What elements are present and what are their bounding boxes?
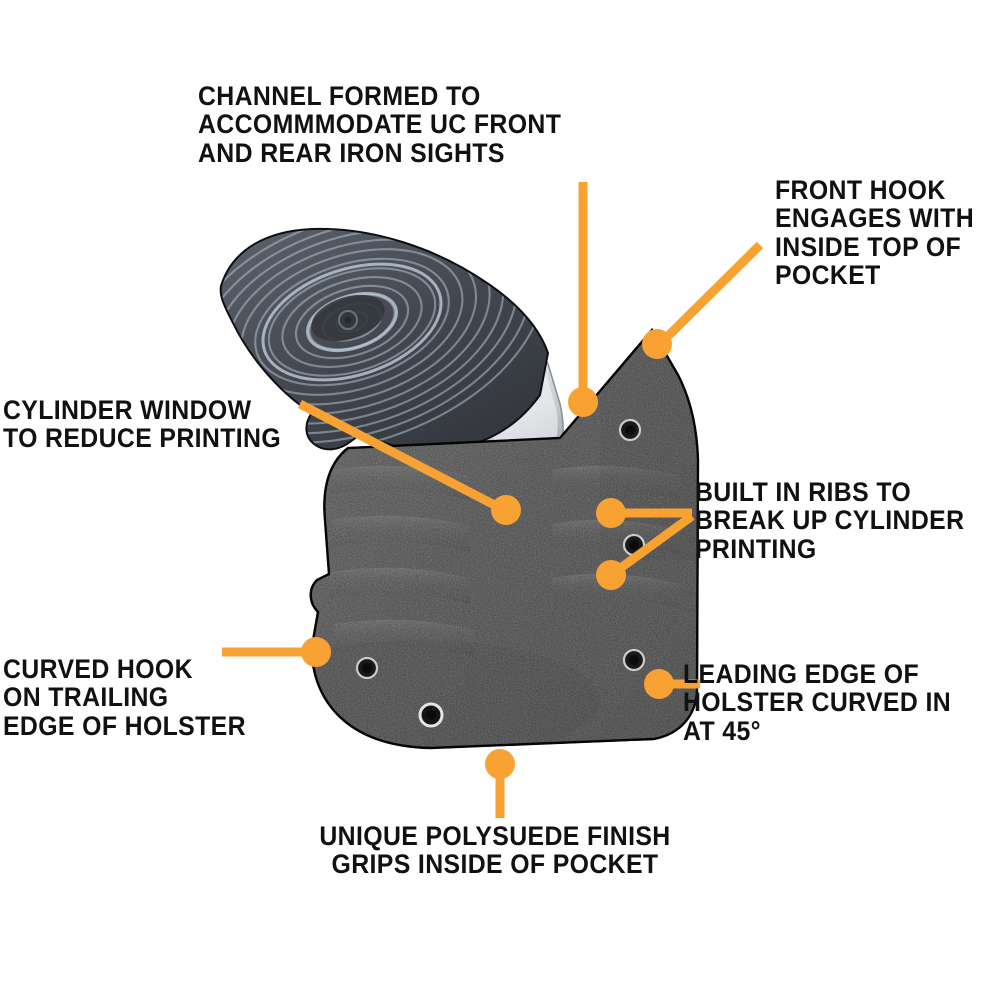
holster-body xyxy=(309,327,700,750)
callout-polysuede-finish: UNIQUE POLYSUEDE FINISH GRIPS INSIDE OF … xyxy=(319,821,671,880)
callout-front-hook: FRONT HOOK ENGAGES WITH INSIDE TOP OF PO… xyxy=(775,175,975,291)
callout-curved-hook: CURVED HOOK ON TRAILING EDGE OF HOLSTER xyxy=(3,654,246,741)
callout-sight-channel: CHANNEL FORMED TO ACCOMMMODATE UC FRONT … xyxy=(198,81,562,168)
holster-eyelets xyxy=(355,418,646,728)
callout-leading-edge: LEADING EDGE OF HOLSTER CURVED IN AT 45° xyxy=(683,659,952,746)
callout-built-in-ribs: BUILT IN RIBS TO BREAK UP CYLINDER PRINT… xyxy=(695,477,965,564)
callout-cylinder-window: CYLINDER WINDOW TO REDUCE PRINTING xyxy=(3,395,282,454)
